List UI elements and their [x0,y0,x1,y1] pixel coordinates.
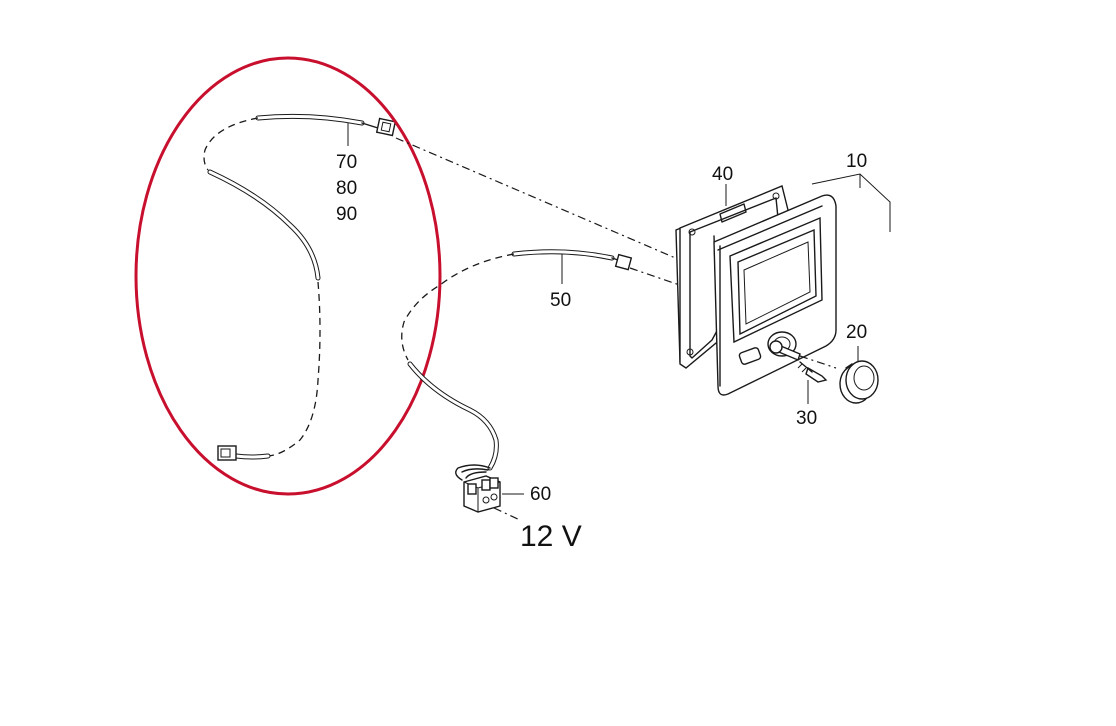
cable-70-80-90[interactable] [203,113,397,461]
cable-50[interactable] [401,249,633,471]
label-60: 60 [530,484,551,505]
connector-top [375,117,397,137]
label-40: 40 [712,164,733,185]
connector-bottom [217,445,237,461]
connector-50 [614,253,633,271]
label-20: 20 [846,322,867,343]
highlight-ellipse [134,56,442,496]
alignment-line-12v [493,507,521,521]
label-voltage: 12 V [520,520,582,553]
knob-cap-20[interactable] [839,360,879,404]
bracket-10 [811,173,891,232]
label-70: 70 [336,152,357,173]
label-10: 10 [846,151,867,172]
screw-30[interactable] [769,340,837,383]
label-90: 90 [336,204,357,225]
label-50: 50 [550,290,571,311]
label-30: 30 [796,408,817,429]
label-80: 80 [336,178,357,199]
alignment-line-70 [395,137,723,279]
terminal-block-60[interactable] [455,464,501,513]
